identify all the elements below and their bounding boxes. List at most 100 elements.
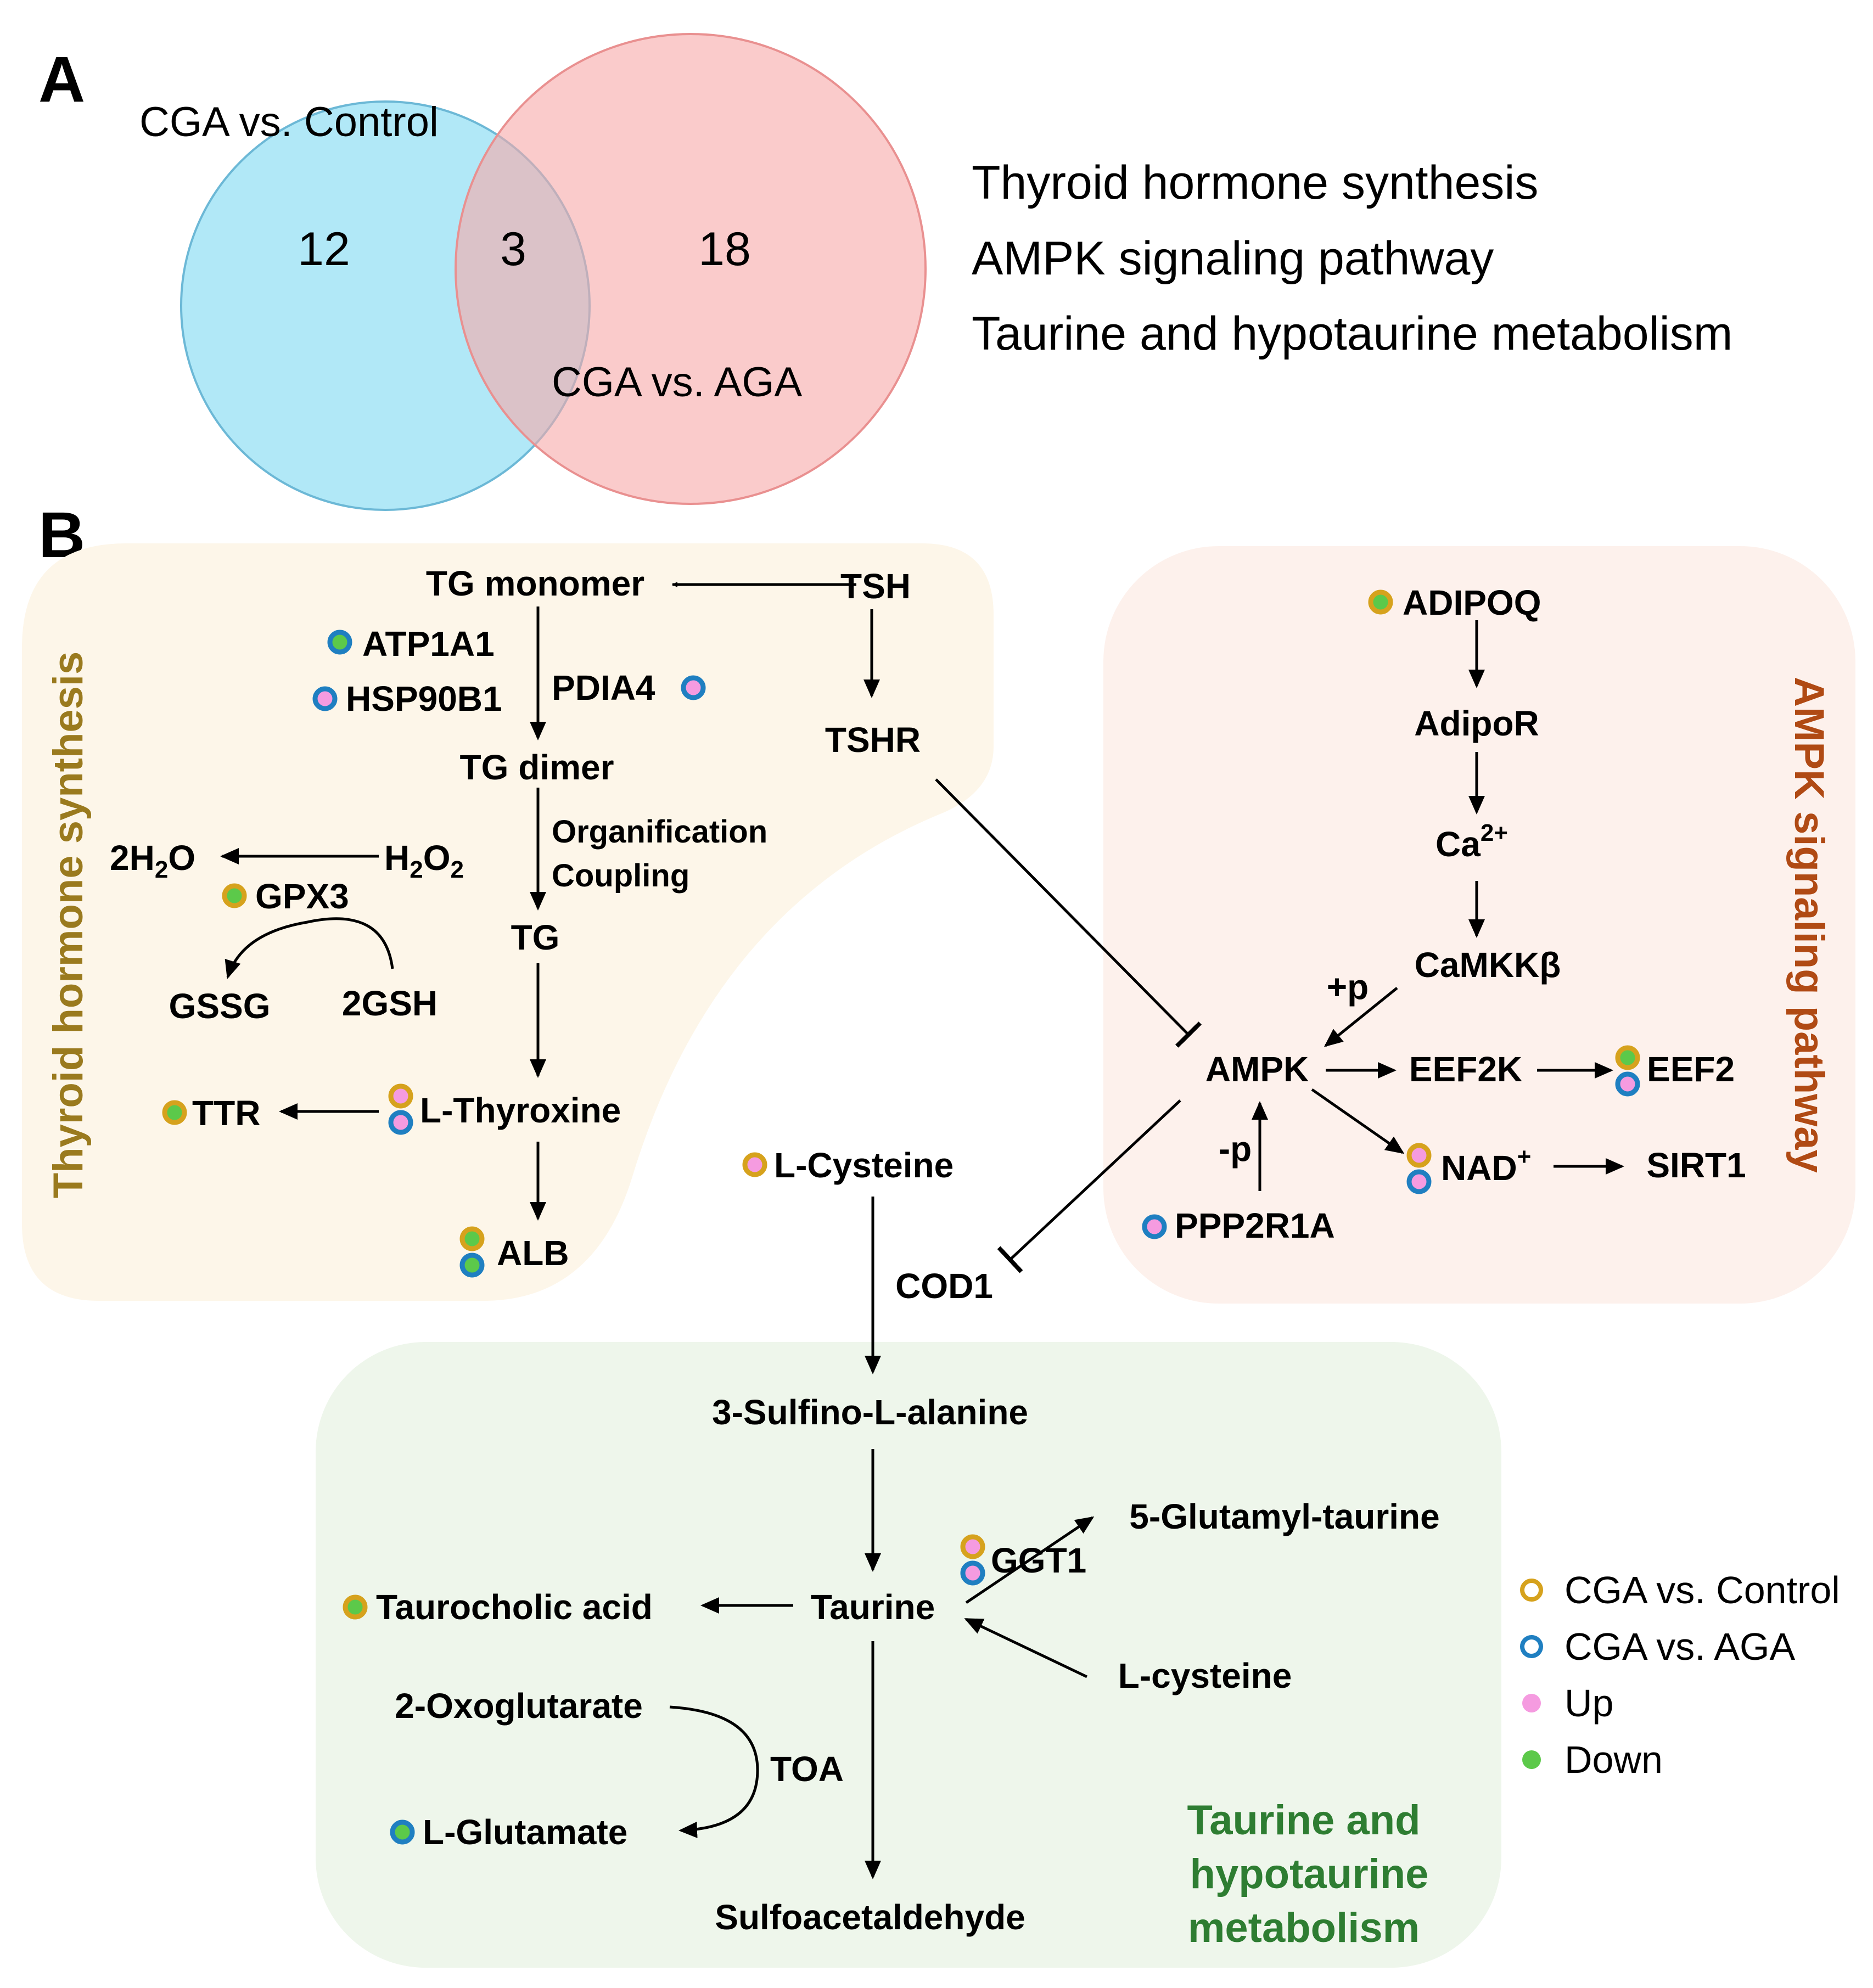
taurine-title-line: hypotaurine: [1190, 1851, 1429, 1897]
node-5-glutamyl-taurine: 5-Glutamyl-taurine: [1129, 1497, 1439, 1536]
node-hsp90b1: HSP90B1: [346, 679, 502, 718]
ampk-panel-title: AMPK signaling pathway: [1786, 677, 1832, 1173]
node-3-sulfino-l-alanine: 3-Sulfino-L-alanine: [712, 1392, 1028, 1432]
marker-l-cysteine: [742, 1152, 767, 1177]
edge-lcysteine-to-taurine: [964, 1618, 1088, 1678]
edge-camkkb-to-ampk: [1324, 987, 1398, 1047]
node-eef2k: EEF2K: [1409, 1049, 1522, 1089]
marker-taurocholic-acid: [343, 1594, 368, 1620]
nad-label: NAD: [1441, 1148, 1517, 1188]
marker-alb-control: [459, 1226, 485, 1251]
marker-nad-control: [1406, 1143, 1432, 1168]
marker-ggt1-aga: [960, 1560, 985, 1586]
thyroid-nodes: TG monomer TSH TSHR ATP1A1 HSP90B1 PDIA4…: [110, 564, 921, 1273]
legend-label: CGA vs. AGA: [1564, 1625, 1795, 1668]
venn-right-only-count: 18: [698, 223, 751, 276]
legend-label: Up: [1564, 1682, 1613, 1725]
marker-adipoq: [1368, 589, 1393, 615]
taurine-panel-background: [316, 1342, 1501, 1968]
legend-swatch: [1520, 1635, 1543, 1658]
shared-pathway-item: Taurine and hypotaurine metabolism: [972, 307, 1732, 360]
label-organification: Organification: [552, 814, 767, 850]
node-2-oxoglutarate: 2-Oxoglutarate: [395, 1686, 643, 1726]
marker-eef2-control: [1615, 1045, 1640, 1070]
nad-superscript: +: [1517, 1143, 1532, 1170]
marker-hsp90b1: [312, 686, 338, 711]
node-adipor: AdipoR: [1414, 704, 1539, 743]
node-ttr: TTR: [192, 1093, 260, 1133]
h2o2-sub2: 2: [450, 856, 463, 883]
venn-right-circle: [455, 33, 927, 505]
legend-label: CGA vs. Control: [1564, 1569, 1840, 1611]
marker-ggt1-control: [960, 1534, 985, 1559]
shared-pathway-list: Thyroid hormone synthesis AMPK signaling…: [972, 156, 1732, 360]
ca-superscript: 2+: [1481, 819, 1508, 846]
taurine-nodes: L-Cysteine COD1 3-Sulfino-L-alanine GGT1…: [376, 1145, 1440, 1937]
venn-right-label: CGA vs. AGA: [552, 359, 802, 406]
panel-a-letter: A: [38, 43, 85, 116]
node-eef2: EEF2: [1647, 1049, 1735, 1089]
h2o-subscript: 2: [155, 856, 168, 883]
edge-taurine-to-glutamyl-taurine: [965, 1516, 1095, 1604]
node-tsh: TSH: [840, 566, 911, 606]
marker-l-thyroxine-aga: [388, 1110, 413, 1135]
label-minus-p: -p: [1219, 1129, 1252, 1169]
label-toa: TOA: [770, 1749, 844, 1789]
marker-ttr: [162, 1100, 187, 1125]
node-sirt1: SIRT1: [1646, 1145, 1746, 1185]
edge-ampk-to-nad: [1311, 1088, 1405, 1154]
panel-a: A CGA vs. Control CGA vs. AGA 12 3 18 Th…: [38, 33, 1732, 511]
thyroid-panel-title: Thyroid hormone synthesis: [45, 652, 92, 1199]
h2o2-h: H: [384, 838, 410, 878]
node-l-cysteine-top: L-Cysteine: [774, 1145, 954, 1185]
node-h2o2: H2O2: [384, 838, 464, 883]
label-coupling: Coupling: [552, 858, 689, 894]
marker-gpx3: [222, 883, 247, 908]
node-tg: TG: [511, 918, 560, 957]
h2o-coef: 2H: [110, 838, 155, 878]
legend-swatch: [1522, 1694, 1541, 1712]
edge-oxoglutarate-to-glutamate: [669, 1705, 759, 1838]
h2o-tail: O: [168, 838, 195, 878]
marker-eef2-aga: [1615, 1071, 1640, 1097]
node-tshr: TSHR: [825, 720, 921, 760]
marker-alb-aga: [459, 1253, 485, 1278]
venn-left-only-count: 12: [298, 223, 350, 276]
node-gssg: GSSG: [169, 986, 271, 1026]
node-taurine: Taurine: [811, 1587, 935, 1627]
edge-tshr-inhibits-ampk: [935, 778, 1202, 1048]
marker-l-glutamate: [390, 1819, 415, 1845]
node-alb: ALB: [497, 1233, 569, 1273]
shared-pathway-item: AMPK signaling pathway: [972, 232, 1494, 285]
edge-gsh-to-gssg: [225, 917, 394, 979]
node-tg-monomer: TG monomer: [426, 564, 644, 603]
ca-label: Ca: [1435, 824, 1481, 864]
node-l-glutamate: L-Glutamate: [423, 1812, 627, 1852]
h2o2-o: O: [423, 838, 451, 878]
node-gpx3: GPX3: [255, 877, 349, 916]
marker-atp1a1: [327, 630, 352, 655]
node-nad: NAD+: [1441, 1143, 1531, 1188]
node-pdia4: PDIA4: [552, 668, 655, 707]
venn-overlap-count: 3: [500, 223, 526, 276]
shared-pathway-item: Thyroid hormone synthesis: [972, 156, 1538, 209]
legend-swatch: [1520, 1579, 1543, 1602]
marker-pdia4: [681, 675, 706, 700]
node-atp1a1: ATP1A1: [362, 624, 495, 664]
status-markers: [162, 589, 1640, 1845]
label-cod1: COD1: [895, 1266, 993, 1306]
ampk-panel-background: [1103, 546, 1855, 1304]
node-adipoq: ADIPOQ: [1403, 583, 1541, 622]
node-camkkb: CaMKKβ: [1415, 945, 1561, 985]
node-h2o: 2H2O: [110, 838, 195, 883]
pathway-edges: [220, 582, 1624, 1879]
h2o2-sub1: 2: [410, 856, 423, 883]
edge-ampk-inhibits-cod1: [997, 1099, 1181, 1273]
node-l-cysteine: L-cysteine: [1118, 1656, 1292, 1695]
legend-label: Down: [1564, 1738, 1663, 1781]
marker-ppp2r1a: [1142, 1214, 1167, 1239]
label-plus-p: +p: [1327, 967, 1369, 1007]
taurine-panel-title: Taurine and hypotaurine metabolism: [1187, 1797, 1428, 1951]
